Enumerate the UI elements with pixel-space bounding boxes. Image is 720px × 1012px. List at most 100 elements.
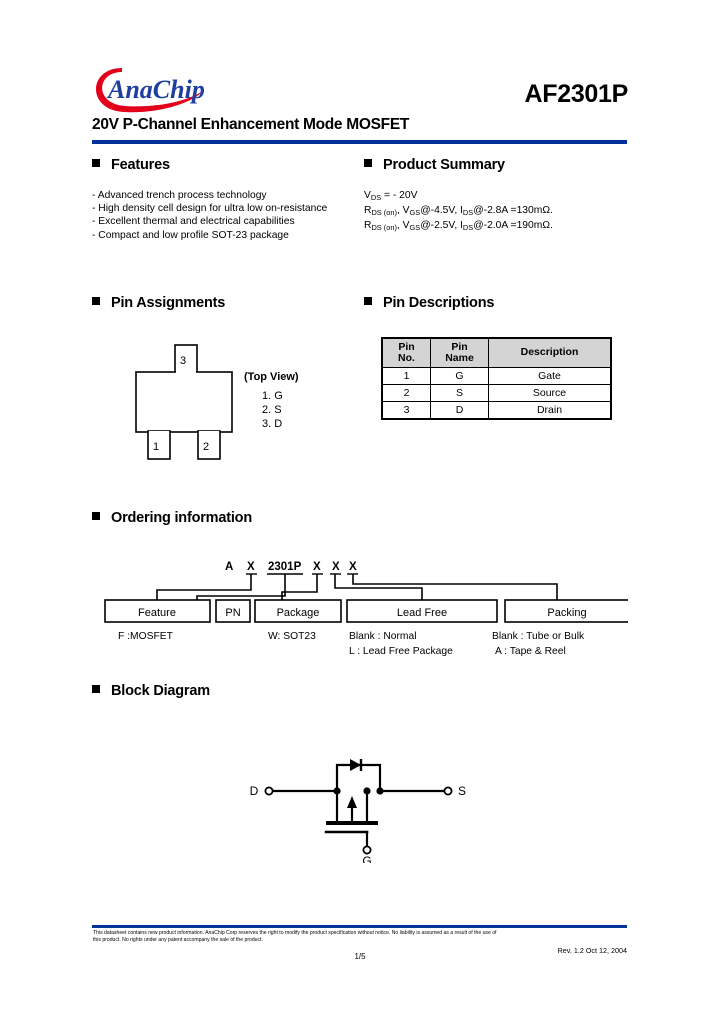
mosfet-block-diagram: D S G (240, 738, 500, 863)
table-row: 1 G Gate (382, 367, 611, 385)
svg-text:Blank : Normal: Blank : Normal (349, 631, 417, 642)
rds-subscript: DS (on) (371, 208, 397, 218)
vgs-subscript: GS (409, 208, 421, 218)
page-header: AnaChip AF2301P 20V P-Channel Enhancemen… (92, 62, 628, 142)
bullet-icon (92, 512, 100, 520)
feature-item: - Excellent thermal and electrical capab… (92, 216, 295, 228)
svg-text:F :MOSFET: F :MOSFET (118, 631, 174, 642)
rds-subscript: DS (on) (371, 223, 397, 233)
bullet-icon (92, 685, 100, 693)
features-list: - Advanced trench process technology - H… (92, 189, 327, 242)
rds-symbol: R (364, 220, 372, 232)
svg-text:Lead Free: Lead Free (397, 607, 447, 619)
vgs-symbol: V (402, 220, 410, 232)
page-subtitle: 20V P-Channel Enhancement Mode MOSFET (92, 116, 410, 133)
features-heading-label: Features (111, 157, 170, 173)
bullet-icon (92, 159, 100, 167)
cell-description: Gate (488, 367, 611, 385)
column-header-line: No. (398, 352, 415, 364)
feature-item: - Advanced trench process technology (92, 190, 267, 201)
ids-value: @-2.8A =130mΩ. (473, 205, 553, 217)
vds-symbol: V (364, 190, 371, 201)
svg-text:X: X (332, 561, 340, 573)
header-divider (92, 140, 627, 144)
svg-text:A : Tape & Reel: A : Tape & Reel (495, 646, 566, 657)
part-number: AF2301P (524, 80, 628, 108)
svg-text:AnaChip: AnaChip (106, 75, 205, 104)
bullet-icon (92, 297, 100, 305)
column-header-description: Description (488, 338, 611, 368)
svg-text:G: G (362, 854, 371, 863)
footer-divider (92, 925, 627, 928)
cell-pin-no: 2 (382, 384, 431, 402)
bullet-icon (364, 297, 372, 305)
pin-descriptions-heading-label: Pin Descriptions (383, 295, 495, 311)
svg-text:1: 1 (153, 441, 159, 453)
vgs-symbol: V (402, 205, 410, 217)
column-header-line: Name (445, 352, 474, 364)
ids-subscript: DS (462, 208, 474, 218)
bullet-icon (364, 159, 372, 167)
cell-description: Source (488, 384, 611, 402)
disclaimer-line: This datasheet contains new product info… (93, 930, 497, 936)
svg-text:X: X (349, 561, 357, 573)
vds-subscript: DS (370, 193, 382, 202)
svg-text:PN: PN (225, 607, 240, 619)
svg-text:2301P: 2301P (268, 561, 302, 573)
svg-text:Package: Package (277, 607, 320, 619)
pin-descriptions-heading: Pin Descriptions (364, 295, 494, 311)
pin-assignment-item: 3. D (262, 418, 283, 430)
column-header-pin-no: Pin No. (382, 338, 431, 368)
cell-pin-no: 3 (382, 401, 431, 419)
revision-label: Rev. 1.2 Oct 12, 2004 (557, 946, 627, 955)
svg-text:Packing: Packing (547, 607, 586, 619)
table-row: 2 S Source (382, 384, 611, 402)
disclaimer-line: this product. No rights under any patent… (93, 937, 263, 944)
vds-value: = - 20V (381, 190, 418, 201)
product-summary-heading: Product Summary (364, 157, 505, 173)
pin-assignment-item: 2. S (262, 404, 282, 416)
svg-text:W: SOT23: W: SOT23 (268, 631, 316, 642)
vgs-subscript: GS (409, 223, 421, 233)
rds-symbol: R (364, 205, 372, 217)
ids-value: @-2.0A =190mΩ. (473, 220, 553, 232)
top-view-label: (Top View) (244, 371, 299, 383)
ids-symbol: I (460, 205, 463, 217)
pin-assignments-heading-label: Pin Assignments (111, 295, 226, 311)
rds-spec-row1: RDS (on), VGS@-4.5V, IDS@-2.8A =130mΩ. (364, 205, 553, 218)
page-number: 1/5 (354, 952, 366, 961)
pin-assignment-list: 1. G 2. S 3. D (262, 389, 283, 431)
product-summary-list: VDS = - 20V RDS (on), VGS@-4.5V, IDS@-2.… (364, 189, 553, 235)
svg-text:S: S (458, 784, 466, 798)
feature-item: - High density cell design for ultra low… (92, 203, 328, 215)
svg-text:A: A (225, 561, 233, 573)
ids-subscript: DS (462, 223, 474, 233)
vgs-value: @-2.5V, (420, 220, 461, 232)
footer-disclaimer: This datasheet contains new product info… (93, 930, 627, 944)
column-header-line: Pin (451, 340, 468, 353)
svg-text:X: X (313, 561, 321, 573)
vds-spec: VDS = - 20V (364, 189, 553, 204)
feature-item: - Compact and low profile SOT-23 package (92, 229, 289, 241)
pin-assignments-heading: Pin Assignments (92, 295, 225, 311)
cell-description: Drain (488, 401, 611, 419)
column-header-pin-name: Pin Name (430, 338, 489, 368)
cell-pin-name: D (430, 401, 489, 419)
svg-text:L : Lead Free Package: L : Lead Free Package (349, 646, 453, 657)
features-heading: Features (92, 157, 170, 173)
sot23-package-drawing: 3 1 2 (130, 340, 250, 460)
vgs-value: @-4.5V, (420, 205, 461, 217)
product-summary-heading-label: Product Summary (383, 157, 505, 173)
ordering-information-diagram: A X 2301P X X X (92, 548, 628, 668)
cell-pin-name: G (430, 367, 489, 385)
block-diagram-heading-label: Block Diagram (111, 683, 210, 699)
svg-text:X: X (247, 561, 255, 573)
svg-text:2: 2 (203, 441, 209, 453)
svg-text:Blank : Tube or Bulk: Blank : Tube or Bulk (492, 631, 585, 642)
block-diagram-heading: Block Diagram (92, 683, 210, 699)
anachip-logo: AnaChip (92, 62, 222, 114)
cell-pin-name: S (430, 384, 489, 402)
svg-text:Feature: Feature (138, 607, 176, 619)
ids-symbol: I (460, 220, 463, 232)
